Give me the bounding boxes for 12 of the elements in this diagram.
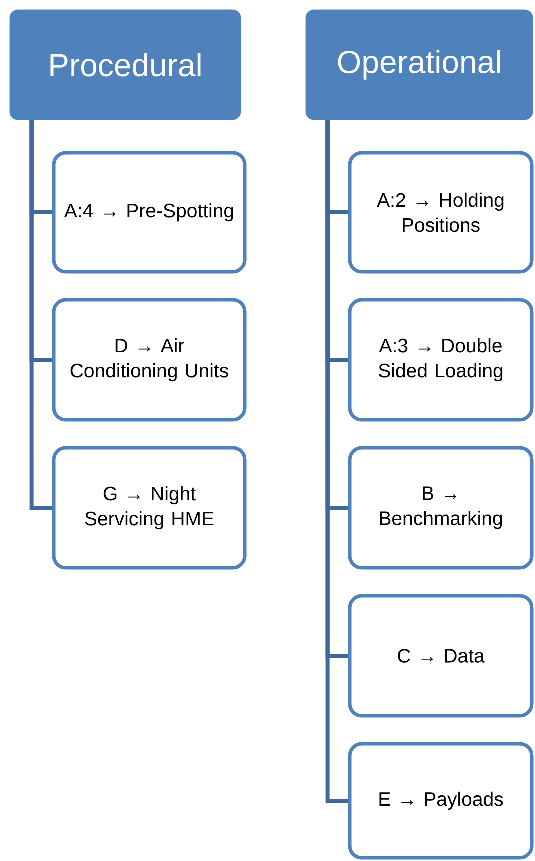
item-box: E → Payloads <box>348 742 534 860</box>
item-box: G → Night Servicing HME <box>52 446 247 570</box>
item-box: A:2 → Holding Positions <box>348 151 534 274</box>
item-box: B → Benchmarking <box>348 446 534 570</box>
item-box: D → Air Conditioning Units <box>52 298 247 422</box>
item-box: A:4 → Pre-Spotting <box>52 151 247 274</box>
category-box: Operational <box>306 10 534 120</box>
connector-line <box>326 120 348 803</box>
item-box: A:3 → Double Sided Loading <box>348 298 534 422</box>
category-box: Procedural <box>10 10 242 120</box>
item-box: C → Data <box>348 594 534 718</box>
connector-line <box>30 120 52 510</box>
